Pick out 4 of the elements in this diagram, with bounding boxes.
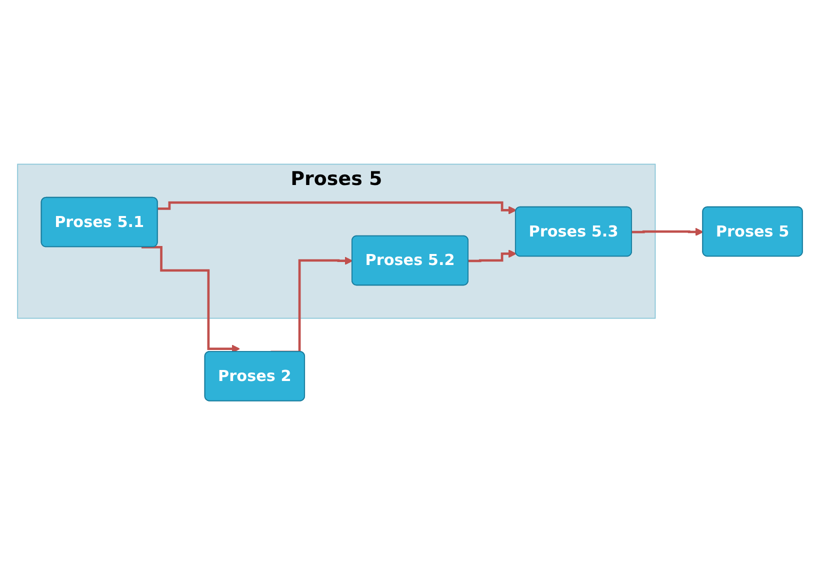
arrow <box>632 228 704 236</box>
arrow <box>158 201 517 214</box>
arrow <box>141 246 240 354</box>
arrow <box>468 250 517 262</box>
